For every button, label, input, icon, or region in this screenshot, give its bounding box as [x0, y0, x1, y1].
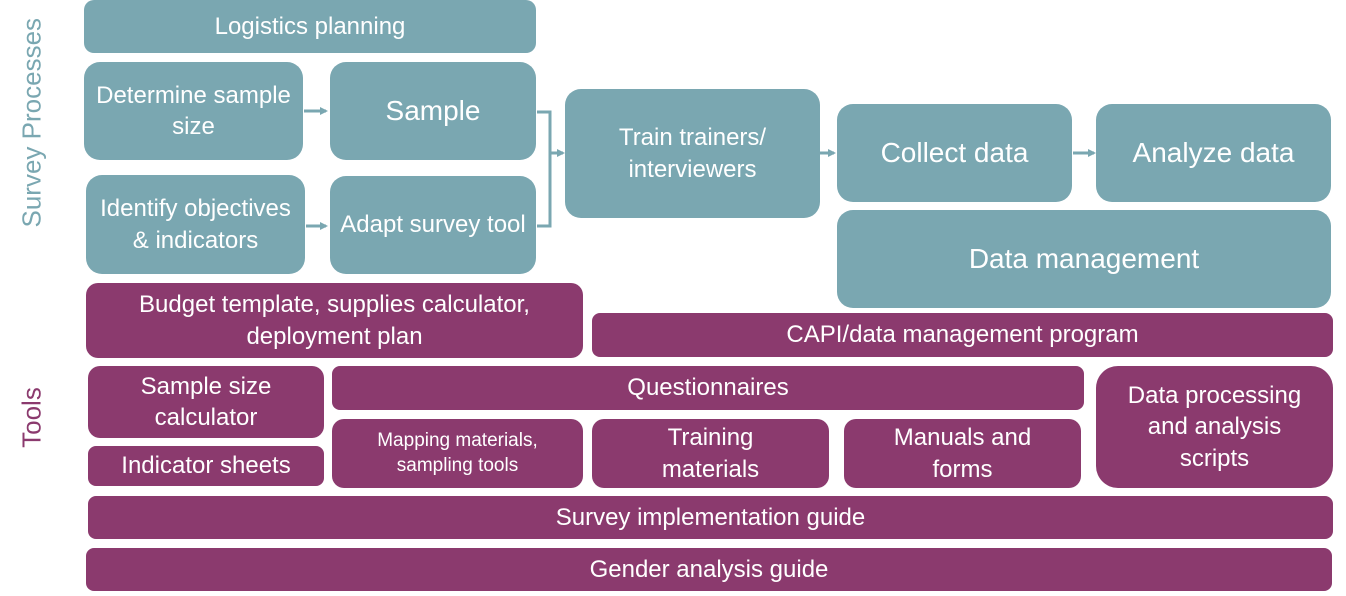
adapt-survey-tool-box: Adapt survey tool [330, 176, 536, 274]
sample-box: Sample [330, 62, 536, 160]
survey-implementation-guide-box: Survey implementation guide [88, 496, 1333, 539]
gender-analysis-guide-box: Gender analysis guide [86, 548, 1332, 591]
collect-data-box: Collect data [837, 104, 1072, 202]
determine-sample-size-box: Determine sample size [84, 62, 303, 160]
data-processing-scripts-box: Data processing and analysis scripts [1096, 366, 1333, 488]
training-materials-box: Training materials [592, 419, 829, 488]
capi-program-box: CAPI/data management program [592, 313, 1333, 357]
indicator-sheets-box: Indicator sheets [88, 446, 324, 486]
manuals-forms-box: Manuals and forms [844, 419, 1081, 488]
data-management-box: Data management [837, 210, 1331, 308]
sample-size-calculator-box: Sample size calculator [88, 366, 324, 438]
train-trainers-box: Train trainers/ interviewers [565, 89, 820, 218]
budget-template-box: Budget template, supplies calculator, de… [86, 283, 583, 358]
analyze-data-box: Analyze data [1096, 104, 1331, 202]
identify-objectives-box: Identify objectives & indicators [86, 175, 305, 274]
connector-sample-adapt [537, 110, 552, 228]
questionnaires-box: Questionnaires [332, 366, 1084, 410]
mapping-materials-box: Mapping materials, sampling tools [332, 419, 583, 488]
logistics-planning-box: Logistics planning [84, 0, 536, 53]
